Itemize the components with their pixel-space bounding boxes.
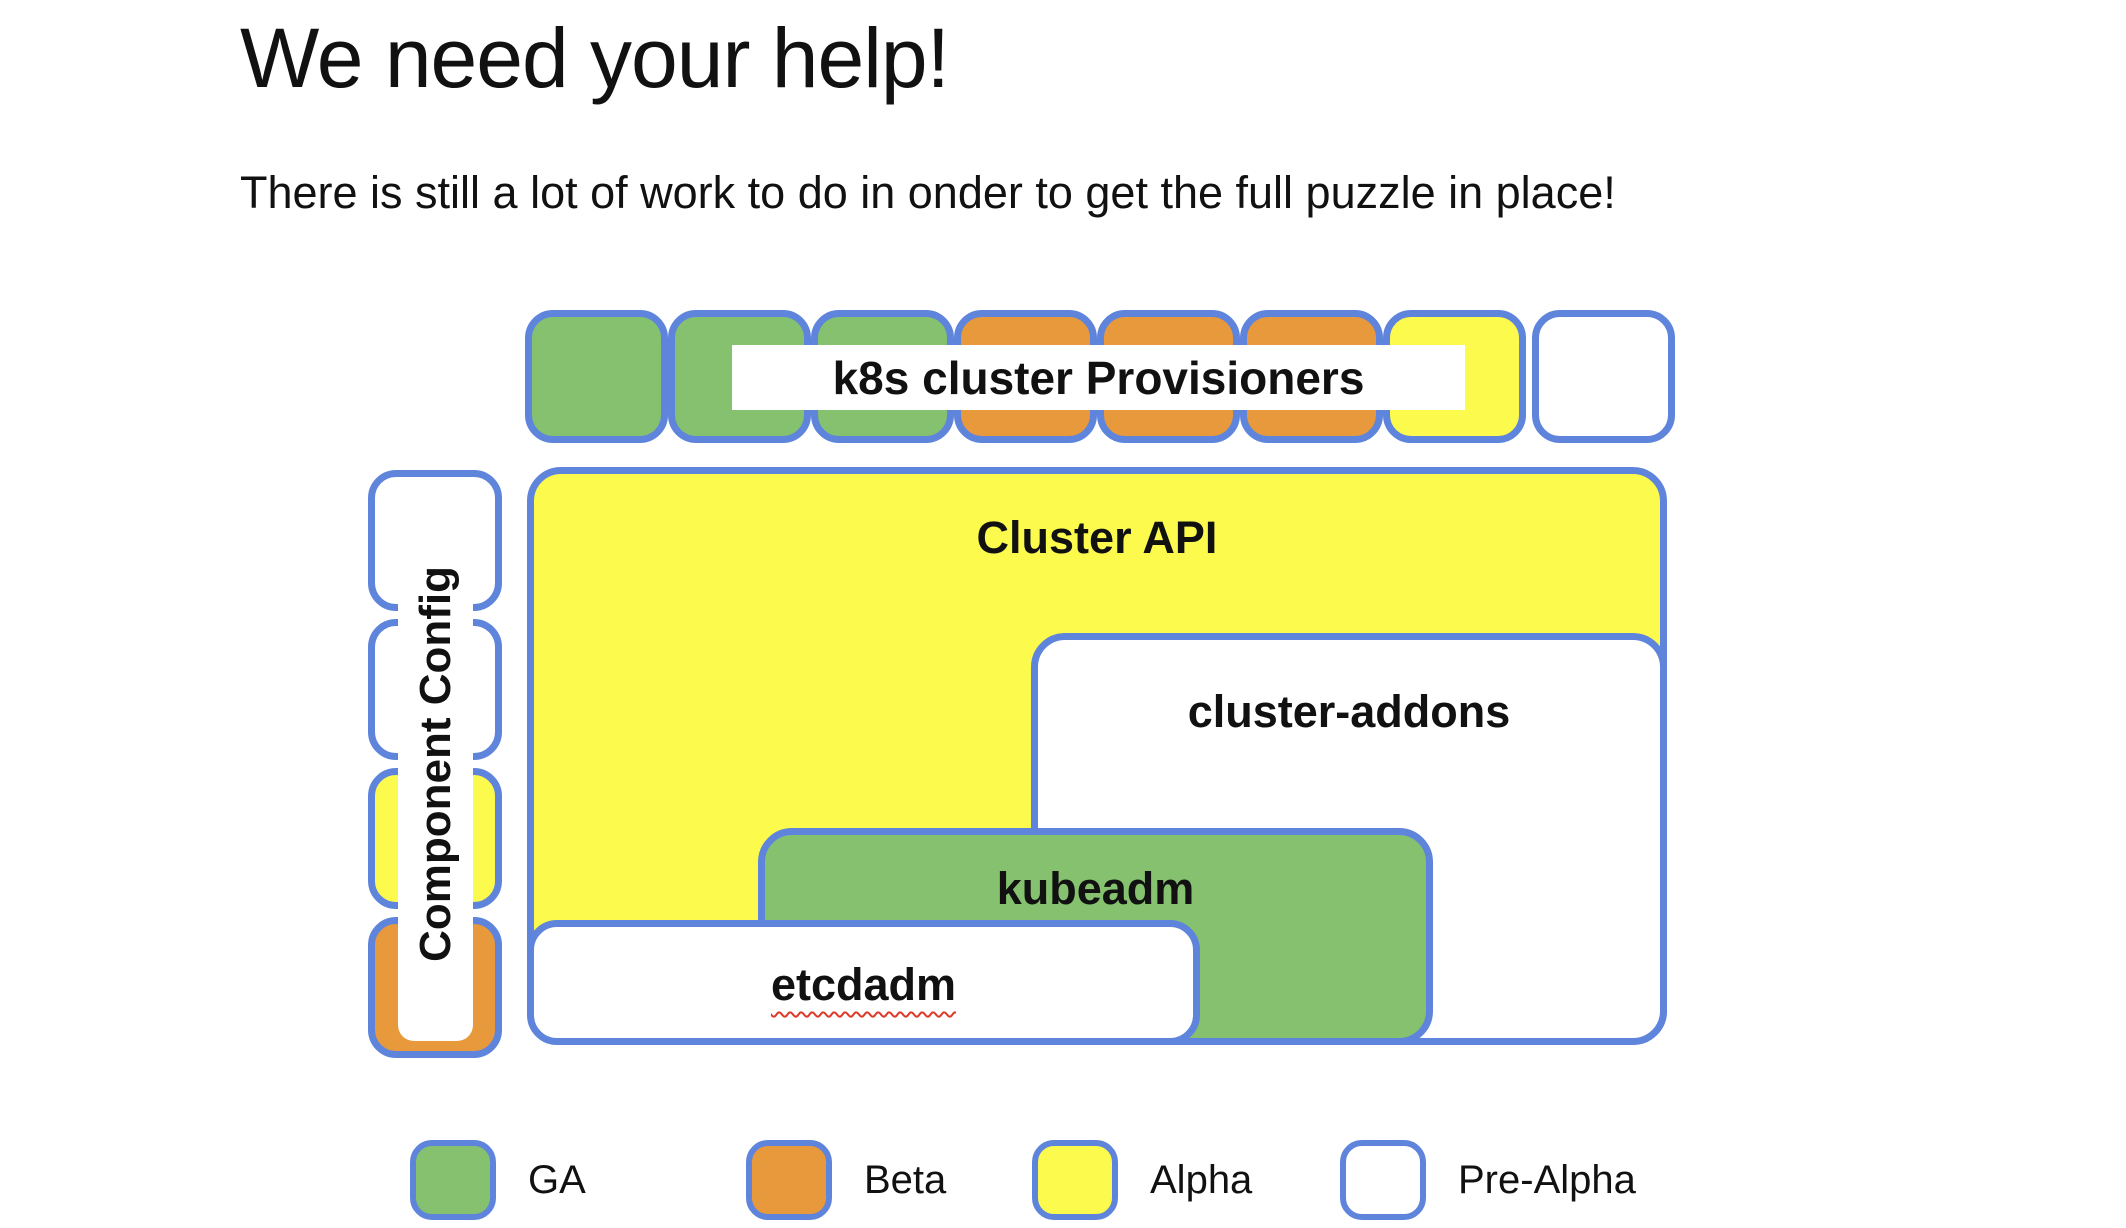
provisioners-label: k8s cluster Provisioners bbox=[832, 351, 1365, 404]
page-title: We need your help! bbox=[240, 11, 950, 105]
legend-swatch-alpha bbox=[1032, 1140, 1118, 1220]
etcdadm-label: etcdadm bbox=[770, 959, 957, 1010]
legend-label-alpha: Alpha bbox=[1150, 1157, 1253, 1202]
legend-item-alpha: Alpha bbox=[1032, 1140, 1252, 1220]
puzzle-piece-ga bbox=[525, 310, 668, 443]
provisioners-label-strip: k8s cluster Provisioners bbox=[732, 345, 1465, 410]
legend-label-pre-alpha: Pre-Alpha bbox=[1458, 1157, 1636, 1202]
legend-item-ga: GA bbox=[410, 1140, 586, 1220]
puzzle-piece-pre-alpha bbox=[1532, 310, 1675, 443]
cluster-api-label: Cluster API bbox=[976, 512, 1218, 563]
legend-item-beta: Beta bbox=[746, 1140, 946, 1220]
legend-item-pre-alpha: Pre-Alpha bbox=[1340, 1140, 1636, 1220]
etcdadm-box: etcdadm bbox=[527, 920, 1200, 1045]
component-config-label: Component Config bbox=[410, 565, 460, 962]
legend-label-ga: GA bbox=[528, 1157, 586, 1202]
page-subtitle: There is still a lot of work to do in on… bbox=[240, 167, 1616, 218]
legend-swatch-ga bbox=[410, 1140, 496, 1220]
cluster-addons-label: cluster-addons bbox=[1187, 686, 1511, 737]
kubeadm-label: kubeadm bbox=[996, 863, 1195, 914]
legend-label-beta: Beta bbox=[864, 1157, 947, 1202]
legend-swatch-pre-alpha bbox=[1340, 1140, 1426, 1220]
component-config-label-strip: Component Config bbox=[398, 486, 473, 1041]
legend-swatch-beta bbox=[746, 1140, 832, 1220]
